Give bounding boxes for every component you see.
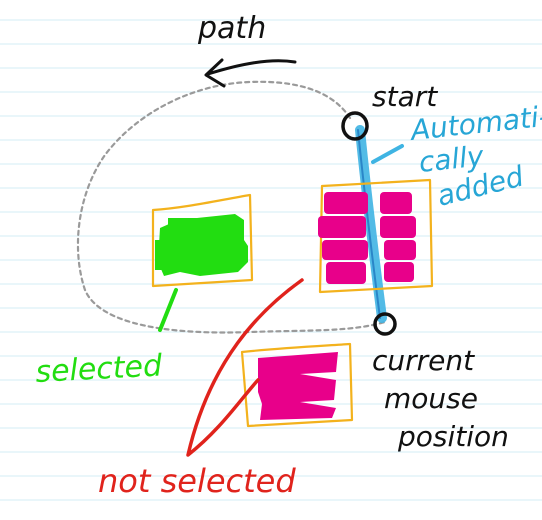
- auto-added-segment: [355, 125, 387, 323]
- auto-added-segment-core: [357, 129, 381, 319]
- label-current-line1: current: [372, 344, 475, 377]
- label-not-selected: not selected: [98, 462, 296, 500]
- label-current-line2: mouse: [384, 382, 478, 415]
- not-selected-object-outside: [240, 342, 354, 428]
- label-start: start: [372, 80, 438, 113]
- label-current-line3: position: [397, 420, 509, 453]
- selected-object: [151, 193, 254, 288]
- lasso-path: [76, 80, 387, 334]
- arrow-left-icon: [204, 58, 297, 88]
- auto-added-pointer: [371, 144, 404, 164]
- current-position-marker: [373, 312, 397, 336]
- selected-pointer: [158, 288, 178, 332]
- label-auto-line2: cally: [417, 139, 485, 179]
- label-path: path: [197, 11, 266, 46]
- not-selected-object-inside: [318, 178, 434, 294]
- label-selected: selected: [35, 348, 164, 390]
- not-selected-pointer: [186, 278, 304, 457]
- start-point-marker: [341, 111, 369, 141]
